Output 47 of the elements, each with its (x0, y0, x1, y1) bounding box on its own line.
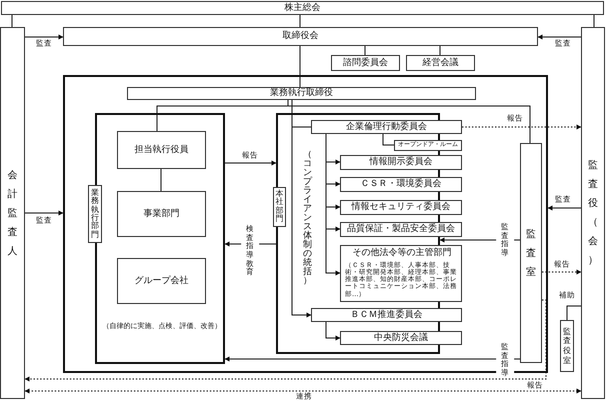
org-box: 担当執行役員 (117, 131, 206, 169)
connector-line (364, 46, 366, 56)
audit-office-column (520, 143, 542, 363)
office-box (560, 320, 574, 372)
section-tag (88, 185, 102, 243)
arrow (224, 356, 520, 362)
org-box: 企業倫理行動委員会 (311, 120, 462, 134)
arrow (24, 34, 64, 40)
column-label: 監査役室 (562, 326, 572, 366)
committee-box: 諮問委員会 (331, 55, 400, 71)
column-label: 監査役（会） (587, 159, 599, 268)
org-box: グループ会社 (117, 258, 206, 304)
arrow (326, 134, 340, 276)
arrow (542, 270, 582, 274)
org-box: ＣＳＲ・環境委員会 (340, 177, 462, 192)
arrow (24, 388, 582, 394)
column-label: 会計監査人 (6, 168, 18, 258)
committee-box: 経営会議 (406, 55, 475, 71)
connector-line (566, 306, 582, 320)
connector-line (160, 168, 162, 192)
column-label: 監査室 (525, 228, 537, 280)
section-note: （コンプライアンス体制の統括） (302, 151, 313, 286)
auditor-column (0, 27, 25, 399)
arrow (462, 124, 582, 130)
board-box: 取締役会 (63, 27, 538, 46)
section-tag: 本社部門 (273, 187, 286, 227)
connector-line (288, 100, 530, 144)
department-box (340, 245, 462, 302)
arrow (538, 34, 582, 40)
section-title: その他法令等の主管部門 (352, 249, 452, 259)
arrow (224, 160, 276, 166)
arrow (24, 300, 546, 382)
arrow (548, 206, 582, 210)
arrow (24, 210, 64, 216)
auditor-column (581, 27, 605, 399)
arrow (326, 322, 340, 340)
column-label: 業務執行部門 (90, 188, 100, 240)
org-box: 情報セキュリティ委員会 (340, 200, 462, 215)
meeting-box: 株主総会 (1, 1, 604, 15)
arrow (292, 100, 312, 318)
connector-line (382, 134, 394, 146)
org-box: 中央防災会議 (340, 331, 462, 345)
org-box: 品質保証・製品安全委員会 (340, 222, 462, 237)
org-box: 情報開示委員会 (340, 155, 462, 170)
org-box: ＢＣＭ推進委員会 (311, 308, 462, 322)
executive-box: 業務執行取締役 (127, 87, 476, 100)
org-box: 事業部門 (117, 191, 206, 237)
